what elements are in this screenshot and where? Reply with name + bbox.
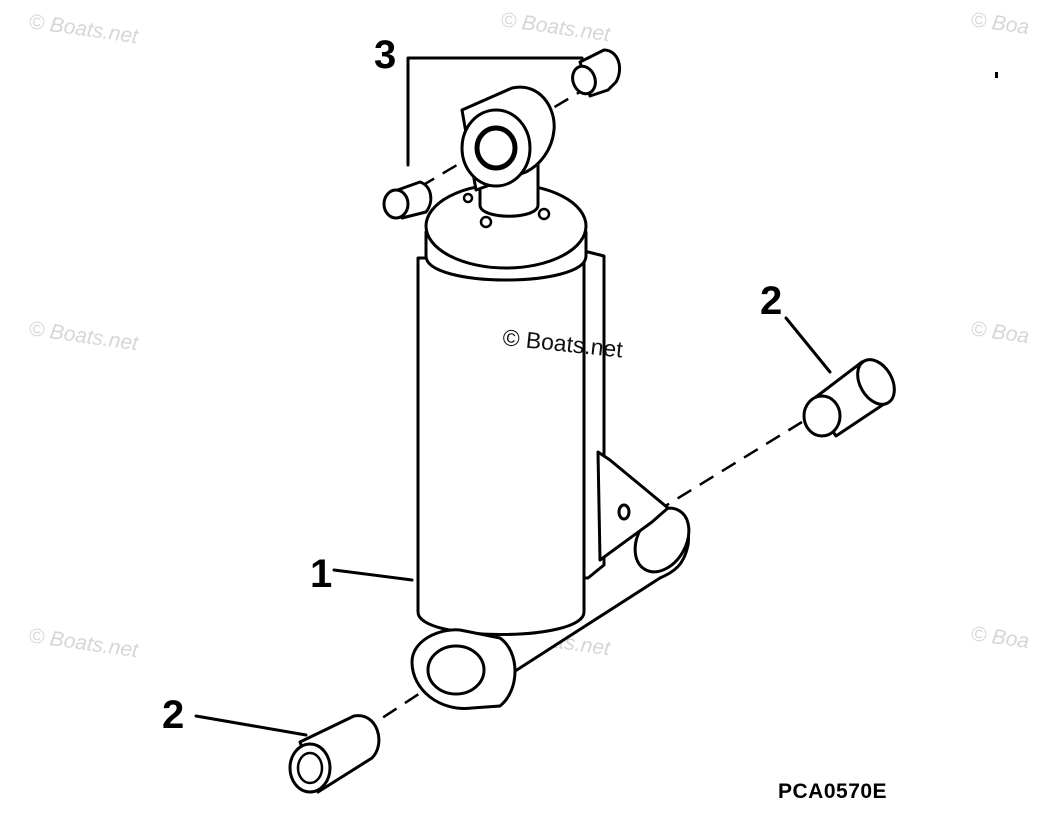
leader-1 — [332, 568, 414, 582]
watermark: © Boa — [969, 8, 1030, 39]
watermark: © Boa — [969, 317, 1030, 348]
left-bushing-bore — [296, 751, 324, 785]
drawing-code: PCA0570E — [778, 780, 887, 803]
left-bushing — [288, 714, 381, 794]
bracket-hole — [617, 503, 631, 521]
top-left-pin-end — [382, 188, 410, 220]
watermark: © Boats.net — [27, 10, 140, 48]
top-bushings — [382, 48, 621, 220]
right-bushing — [802, 358, 896, 438]
right-bushing-flange — [856, 358, 896, 406]
rod-eye-bore — [474, 125, 518, 171]
tilt-cylinder — [410, 85, 588, 710]
mounting-bracket — [578, 248, 670, 580]
callout-1: 1 — [310, 552, 332, 596]
callout-3: 3 — [374, 33, 396, 77]
leader-3 — [406, 56, 584, 167]
watermark: © Boats.net — [27, 317, 140, 355]
watermark: © Boats.net — [27, 624, 140, 662]
scan-artifact — [995, 72, 998, 78]
callout-2-left: 2 — [162, 693, 184, 737]
leader-2-left — [194, 714, 308, 737]
watermark: © Boats.net — [499, 8, 612, 46]
cap-port-hole — [479, 215, 493, 229]
leader-2-right — [784, 316, 832, 374]
top-right-pin-end — [571, 64, 597, 96]
lower-eye-bore — [426, 644, 486, 696]
cap-port-hole — [537, 207, 551, 221]
right-bushing-end — [802, 394, 842, 438]
leader-lines — [194, 56, 832, 737]
cap-port-hole — [462, 192, 474, 204]
right-bushing-axis — [661, 420, 803, 510]
cylinder-body — [416, 256, 586, 636]
bracket-gusset — [596, 450, 670, 562]
watermark: © Boa — [969, 622, 1030, 653]
callout-2-right: 2 — [760, 279, 782, 323]
